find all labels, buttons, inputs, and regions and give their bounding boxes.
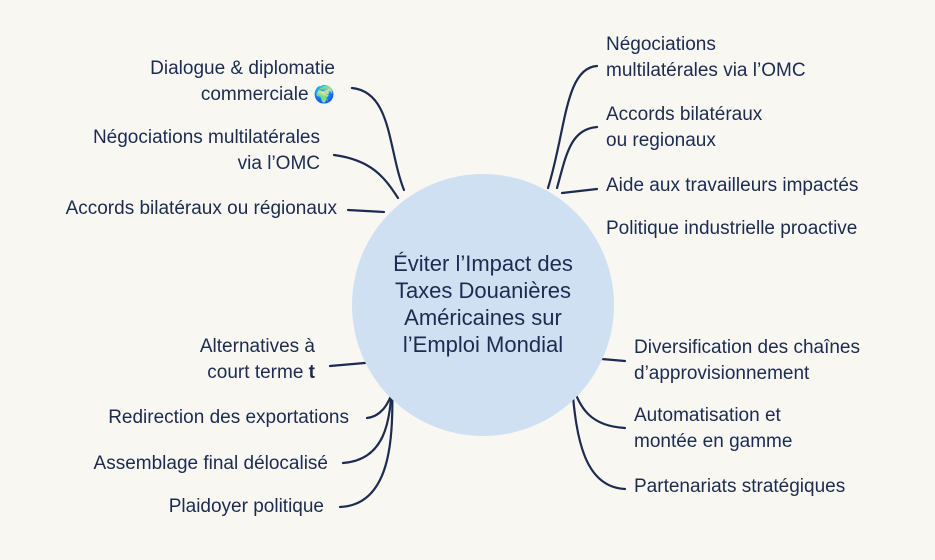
link-partenariats (570, 382, 627, 491)
node-line: Négociations multilatérales (92, 127, 320, 148)
node-alternatives-court-terme: Alternatives à court terme t (200, 334, 315, 386)
node-negociations-multilaterales-right: Négociations multilatérales via l’OMC (606, 32, 806, 84)
connector-lines (328, 64, 627, 509)
link-aide (560, 187, 599, 195)
node-line: Dialogue & diplomatie (150, 58, 335, 79)
node-line: Plaidoyer politique (168, 496, 324, 517)
node-line: ou regionaux (606, 130, 716, 152)
node-line: Aide aux travailleurs impactés (606, 175, 859, 196)
central-topic: Éviter l’Impact des Taxes Douanières Amé… (352, 174, 614, 436)
link-plaidoyer (338, 382, 394, 509)
node-dialogue-diplomatie: Dialogue & diplomatie commerciale 🌍 (150, 56, 335, 108)
node-line: d’approvisionnement (634, 363, 810, 385)
node-politique-industrielle: Politique industrielle proactive (606, 216, 857, 242)
node-line: Redirection des exportations (108, 407, 349, 428)
t-icon: t (308, 362, 315, 384)
central-topic-label: Éviter l’Impact des Taxes Douanières Amé… (393, 251, 573, 357)
node-line: Automatisation et (634, 405, 781, 426)
link-dialogue (350, 86, 406, 192)
node-line: Assemblage final délocalisé (93, 453, 328, 474)
node-line: Diversification des chaînes (634, 337, 860, 358)
link-assemblage (341, 382, 394, 465)
node-line: court terme (207, 362, 304, 384)
node-automatisation-montee: Automatisation et montée en gamme (634, 403, 792, 455)
link-negociations-right (546, 64, 599, 190)
globe-icon: 🌍 (313, 85, 335, 105)
link-negociations-left (332, 153, 400, 200)
node-accords-bilateraux-left: Accords bilatéraux ou régionaux (66, 196, 337, 222)
node-line: Alternatives à (199, 336, 315, 357)
node-line: Négociations (606, 34, 716, 55)
node-line: montée en gamme (634, 431, 793, 453)
node-line-with-icon: court terme t (200, 360, 315, 386)
node-line: Partenariats stratégiques (634, 476, 846, 497)
node-assemblage-final: Assemblage final délocalisé (94, 451, 328, 477)
node-negociations-multilaterales-left: Négociations multilatérales via l’OMC (93, 125, 320, 177)
link-accords-left (346, 208, 386, 214)
node-line: Accords bilatéraux ou régionaux (65, 198, 337, 219)
node-diversification-chaines: Diversification des chaînes d’approvisio… (634, 335, 860, 387)
link-accords-right (555, 125, 599, 190)
node-plaidoyer-politique: Plaidoyer politique (169, 494, 324, 520)
node-redirection-exportations: Redirection des exportations (108, 405, 349, 431)
node-accords-bilateraux-right: Accords bilatéraux ou regionaux (606, 102, 762, 154)
node-line: Politique industrielle proactive (606, 218, 858, 239)
node-line: via l’OMC (237, 153, 320, 175)
node-line-with-icon: commerciale 🌍 (150, 82, 335, 108)
node-line: multilatérales via l’OMC (606, 60, 806, 82)
node-line: commerciale (200, 84, 309, 106)
node-partenariats-strategiques: Partenariats stratégiques (634, 474, 845, 500)
node-line: Accords bilatéraux (606, 104, 763, 125)
node-aide-travailleurs: Aide aux travailleurs impactés (606, 173, 858, 199)
